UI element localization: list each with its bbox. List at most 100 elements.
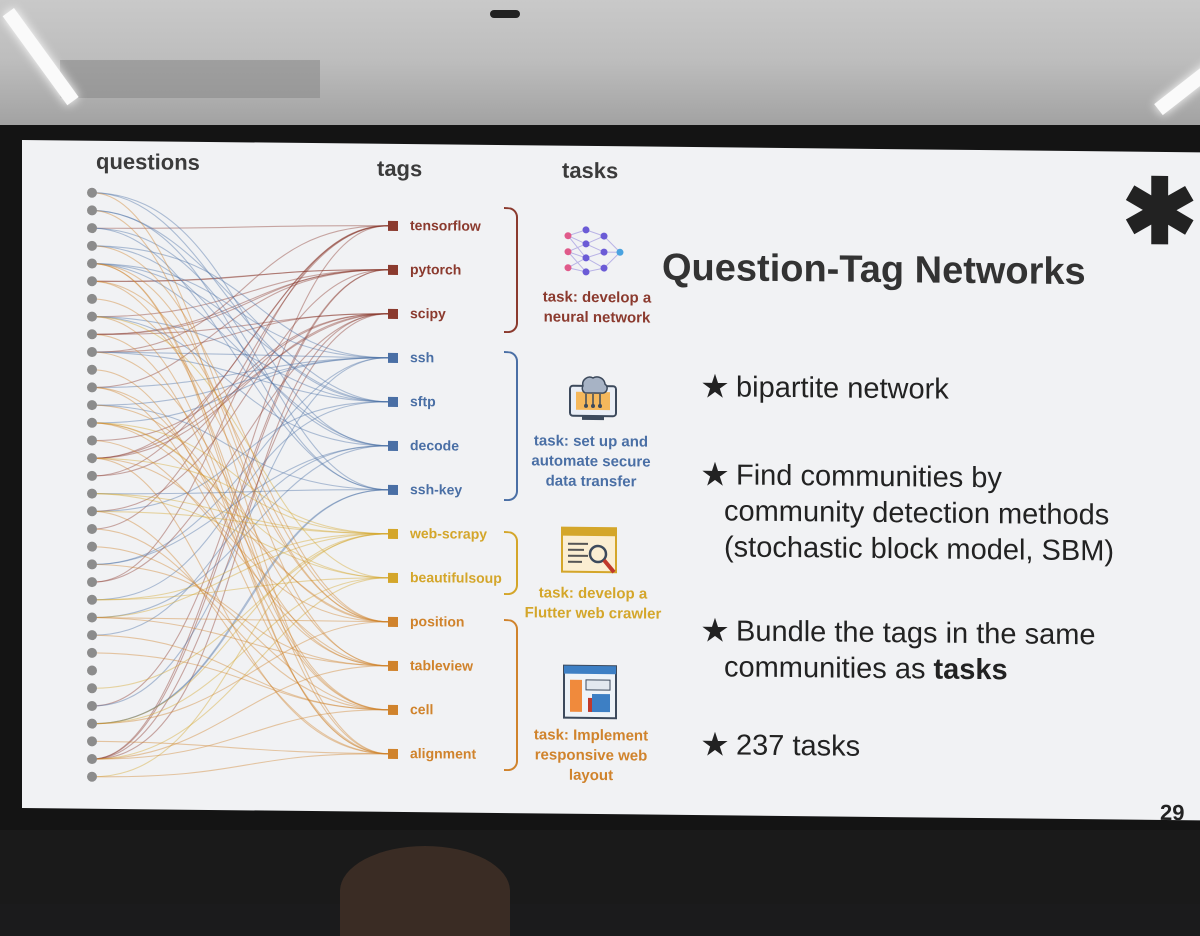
question-node [87, 276, 97, 286]
task-line: task: develop a [522, 287, 672, 309]
tag-node [388, 661, 398, 671]
tag-label-scipy: scipy [410, 305, 446, 321]
question-node [87, 223, 97, 233]
tag-label-pytorch: pytorch [410, 261, 461, 278]
question-node [87, 241, 97, 251]
task-line: Flutter web crawler [508, 603, 678, 625]
tag-node [388, 705, 398, 715]
ceiling-light-right [1154, 55, 1200, 115]
question-node [87, 665, 97, 675]
bullet-text: Find communities by [736, 459, 1002, 494]
question-node [87, 719, 97, 729]
web-layout-icon [562, 664, 618, 721]
bullet-text: community detection methods [702, 493, 1114, 533]
tag-node [388, 309, 398, 319]
question-node [87, 365, 97, 375]
question-node [87, 772, 97, 782]
tasks-header: tasks [562, 158, 618, 185]
network-edge [92, 223, 388, 709]
tag-node [388, 353, 398, 363]
bullet-text: (stochastic block model, SBM) [702, 529, 1114, 569]
asterisk-logo-icon: ✱ [1122, 168, 1197, 259]
bullet-communities: ★Find communities by community detection… [702, 457, 1114, 569]
tag-label-tensorflow: tensorflow [410, 217, 481, 234]
tag-label-alignment: alignment [410, 745, 476, 762]
star-bullet-icon: ★ [702, 615, 728, 647]
network-edge [92, 193, 388, 402]
network-edge [92, 531, 388, 621]
question-node [87, 453, 97, 463]
group-bracket-neural [504, 207, 518, 333]
room-floor [0, 830, 1200, 904]
task-line: responsive web [516, 745, 666, 767]
tag-label-decode: decode [410, 437, 459, 454]
question-node [87, 683, 97, 693]
question-tag-network [22, 140, 542, 813]
question-node [87, 506, 97, 516]
network-edge [92, 635, 388, 710]
bullet-text: communities as [724, 651, 934, 685]
page-number: 29 [1160, 800, 1184, 820]
bullet-bundle: ★Bundle the tags in the same communities… [702, 613, 1096, 689]
question-node [87, 736, 97, 746]
tag-node [388, 265, 398, 275]
task-line: task: Implement [516, 725, 666, 747]
question-node [87, 524, 97, 534]
question-node [87, 205, 97, 215]
task-label-layout: task: Implement responsive web layout [516, 725, 666, 787]
tag-node [388, 573, 398, 583]
question-node [87, 754, 97, 764]
task-label-transfer: task: set up and automate secure data tr… [516, 431, 666, 493]
bullet-task-count: ★237 tasks [702, 727, 860, 765]
tag-node [388, 617, 398, 627]
question-node [87, 471, 97, 481]
network-edges [92, 193, 388, 780]
question-node [87, 630, 97, 640]
tag-node [388, 529, 398, 539]
bullet-text: Bundle the tags in the same [736, 615, 1096, 651]
audience-head [340, 846, 510, 936]
tag-label-position: position [410, 613, 464, 630]
question-node [87, 542, 97, 552]
ceiling-light-left [3, 8, 79, 105]
network-edge [92, 387, 388, 753]
network-edge [92, 575, 388, 603]
question-node [87, 577, 97, 587]
bullet-text: bipartite network [736, 371, 949, 405]
network-edge [92, 246, 388, 358]
slide-title: Question-Tag Networks [662, 247, 1086, 294]
ceiling-vent [490, 10, 520, 18]
tag-label-cell: cell [410, 701, 433, 717]
question-node [87, 188, 97, 198]
tag-label-ssh-key: ssh-key [410, 481, 462, 498]
question-node [87, 612, 97, 622]
tag-label-beautifulsoup: beautifulsoup [410, 569, 502, 586]
task-line: task: develop a [508, 583, 678, 605]
question-node [87, 559, 97, 569]
question-node [87, 489, 97, 499]
ceiling-panel [60, 60, 320, 98]
star-bullet-icon: ★ [702, 371, 728, 403]
tag-node [388, 397, 398, 407]
tag-node [388, 221, 398, 231]
question-node [87, 435, 97, 445]
task-line: neural network [522, 307, 672, 329]
task-line: data transfer [516, 471, 666, 493]
task-line: task: set up and [516, 431, 666, 453]
question-node [87, 312, 97, 322]
question-node [87, 701, 97, 711]
question-node [87, 595, 97, 605]
network-edge [92, 246, 388, 446]
task-label-crawler: task: develop a Flutter web crawler [508, 583, 678, 625]
network-edge [92, 617, 388, 665]
tag-label-ssh: ssh [410, 349, 434, 365]
web-crawler-icon [560, 526, 620, 579]
tag-label-sftp: sftp [410, 393, 436, 409]
tag-label-web-scrapy: web-scrapy [410, 525, 487, 542]
bullet-bold-text: tasks [934, 654, 1008, 687]
question-node [87, 382, 97, 392]
tag-node [388, 485, 398, 495]
question-node [87, 347, 97, 357]
neural-network-icon [560, 222, 626, 283]
star-bullet-icon: ★ [702, 729, 728, 761]
